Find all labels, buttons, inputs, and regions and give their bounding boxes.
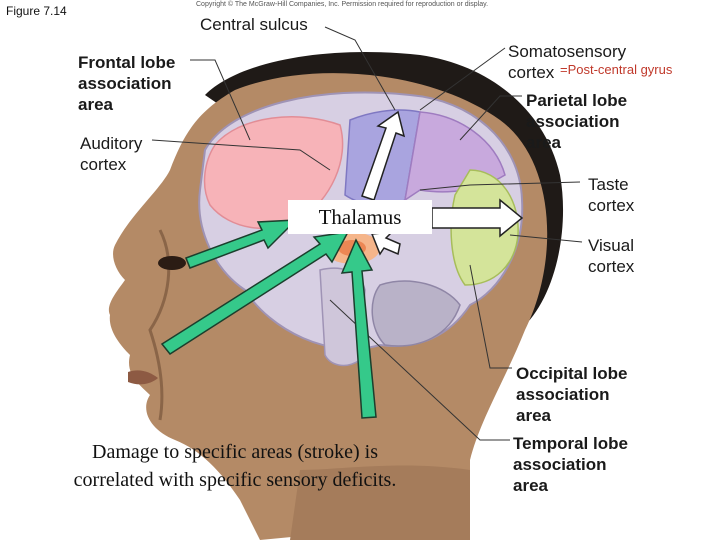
label-parietal-lobe: Parietal lobe association area	[526, 91, 628, 152]
leader-central-sulcus	[324, 26, 396, 111]
eye	[158, 256, 186, 270]
green-arrows	[160, 219, 377, 419]
leader-visual	[509, 234, 583, 243]
leader-occipital	[469, 264, 512, 369]
leader-taste	[419, 181, 581, 191]
leader-parietal	[459, 95, 522, 141]
label-central-sulcus: Central sulcus	[200, 15, 308, 34]
arrow-auditory	[160, 231, 350, 355]
leader-lines	[151, 26, 583, 441]
label-taste-cortex: Taste cortex	[588, 175, 635, 215]
lips	[128, 370, 158, 385]
label-visual-cortex: Visual cortex	[588, 236, 635, 276]
neck	[290, 465, 470, 540]
arrow-somatosensory	[361, 110, 406, 201]
copyright-notice: Copyright © The McGraw-Hill Companies, I…	[196, 1, 489, 8]
arrow-taste	[340, 238, 377, 419]
white-arrows	[361, 110, 524, 256]
thalamus-label: Thalamus	[288, 200, 432, 234]
arrow-visual	[431, 198, 524, 238]
figure-label: Figure 7.14	[6, 4, 67, 18]
leader-auditory	[151, 139, 331, 171]
label-occipital-lobe: Occipital lobe association area	[516, 364, 628, 425]
leader-temporal	[329, 299, 510, 441]
leader-frontal	[190, 59, 251, 141]
label-frontal-lobe: Frontal lobe association area	[78, 53, 176, 114]
leader-somatosensory	[419, 47, 506, 111]
label-auditory-cortex: Auditory cortex	[80, 134, 143, 174]
label-temporal-lobe: Temporal lobe association area	[513, 434, 628, 495]
cerebellum	[371, 280, 461, 347]
post-central-gyrus-note: =Post-central gyrus	[560, 62, 673, 77]
label-somatosensory-cortex: Somatosensory cortex	[508, 42, 627, 82]
arrow-frontal	[185, 219, 298, 269]
caption: Damage to specific areas (stroke) is cor…	[73, 441, 397, 491]
